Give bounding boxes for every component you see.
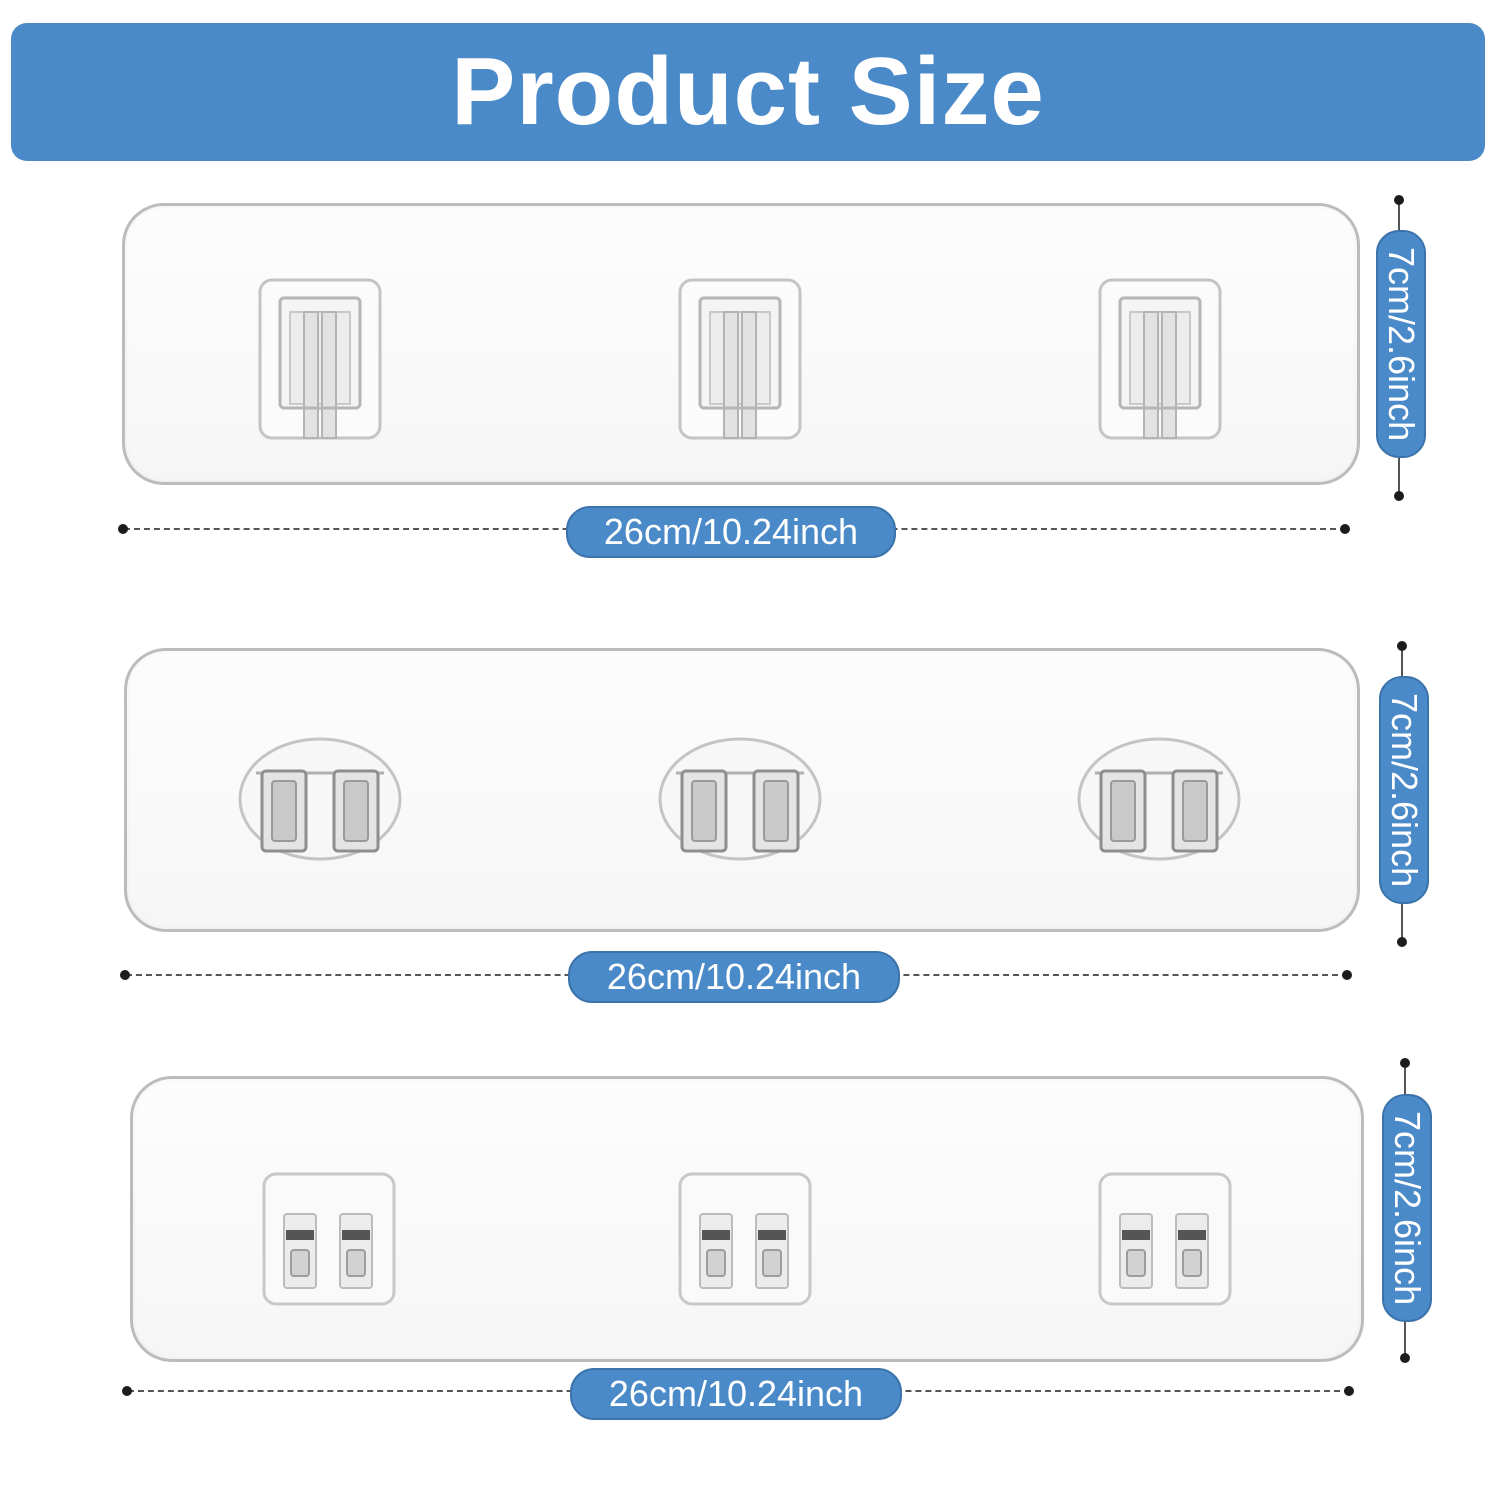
dimension-dot: [1394, 195, 1404, 205]
width-label-1: 26cm/10.24inch: [566, 506, 896, 558]
dimension-dot: [120, 970, 130, 980]
double-clip-round-icon: [1077, 737, 1241, 861]
double-clip-round-icon: [238, 737, 402, 861]
double-small-hook-square-icon: [1098, 1172, 1232, 1306]
double-small-hook-square-icon: [678, 1172, 812, 1306]
single-hook-square-icon: [258, 278, 382, 440]
dimension-dot: [1342, 970, 1352, 980]
dimension-dot: [1400, 1058, 1410, 1068]
width-label-2: 26cm/10.24inch: [568, 951, 900, 1003]
single-hook-square-icon: [678, 278, 802, 440]
single-hook-square-icon: [1098, 278, 1222, 440]
dimension-dot: [1344, 1386, 1354, 1396]
dimension-dot: [1397, 641, 1407, 651]
height-label-1: 7cm/2.6inch: [1376, 230, 1426, 458]
dimension-dot: [1397, 937, 1407, 947]
dimension-dot: [122, 1386, 132, 1396]
title-banner: Product Size: [11, 23, 1485, 161]
double-small-hook-square-icon: [262, 1172, 396, 1306]
height-label-text-1: 7cm/2.6inch: [1381, 246, 1422, 442]
height-label-3: 7cm/2.6inch: [1382, 1094, 1432, 1322]
height-label-text-2: 7cm/2.6inch: [1384, 692, 1425, 888]
dimension-dot: [1400, 1353, 1410, 1363]
dimension-dot: [1340, 524, 1350, 534]
dimension-dot: [1394, 491, 1404, 501]
dimension-dot: [118, 524, 128, 534]
width-label-3: 26cm/10.24inch: [570, 1368, 902, 1420]
double-clip-round-icon: [658, 737, 822, 861]
page-title: Product Size: [451, 38, 1045, 145]
height-label-text-3: 7cm/2.6inch: [1387, 1110, 1428, 1306]
height-label-2: 7cm/2.6inch: [1379, 676, 1429, 904]
